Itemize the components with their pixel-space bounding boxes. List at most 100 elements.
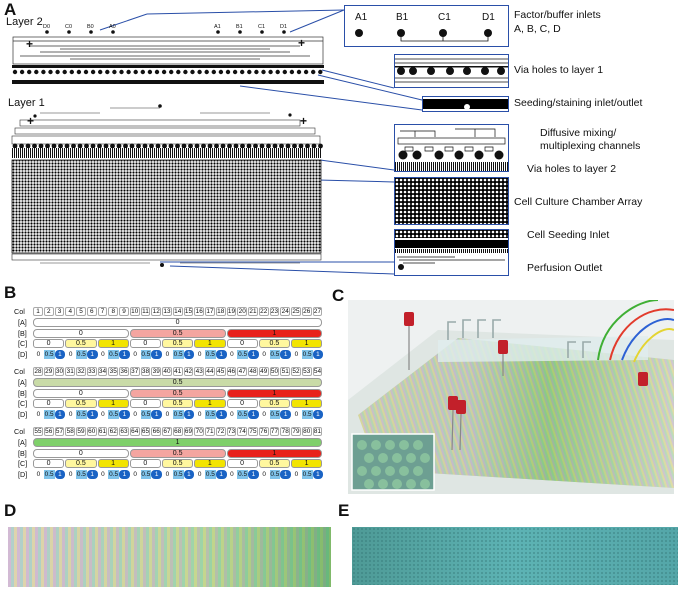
factor-d-cell: 0 (258, 349, 270, 359)
factor-c-bar: 1 (194, 459, 226, 468)
inlet-c0-label: C0 (65, 24, 73, 30)
factor-c-bar: 0 (226, 339, 258, 348)
factor-d-cell: 0 (226, 349, 238, 359)
factor-d-cell: 0.5 (301, 349, 313, 359)
factor-c-bar: 0.5 (65, 399, 97, 408)
factor-c-bar: 0.5 (258, 459, 290, 468)
layer1-top-channels (11, 107, 321, 145)
row-label: [C] (18, 399, 28, 408)
col-number: 34 (97, 367, 108, 376)
factor-d-cell: 1 (86, 349, 98, 359)
col-number: 68 (172, 427, 183, 436)
col-number: 32 (76, 367, 86, 376)
label-perfusion-outlet: Perfusion Outlet (527, 262, 603, 274)
col-label: Col (14, 307, 25, 316)
factor-d-cell: 0 (162, 409, 173, 419)
col-number: 75 (248, 427, 258, 436)
col-number: 27 (312, 307, 323, 316)
factor-d-cell: 0.5 (140, 469, 152, 479)
plus-sign-3: + (27, 114, 35, 128)
factor-a-bar: 0 (33, 318, 323, 327)
col-number: 80 (301, 427, 312, 436)
row-label: [A] (18, 378, 27, 387)
col-number: 53 (301, 367, 312, 376)
col-number: 74 (237, 427, 248, 436)
device-photo (348, 300, 674, 494)
col-number: 4 (65, 307, 76, 316)
factor-c-bar: 0 (129, 459, 161, 468)
factor-d-cell: 0 (162, 469, 173, 479)
factor-d-cell: 0.5 (43, 469, 55, 479)
factor-b-bar: 0.5 (129, 328, 226, 338)
factor-d-cell: 0 (97, 409, 109, 419)
label-seeding: Seeding/staining inlet/outlet (514, 97, 643, 109)
row-label: [C] (18, 339, 28, 348)
col-number: 54 (312, 367, 323, 376)
col-number: 41 (172, 367, 183, 376)
col-number: 67 (162, 427, 172, 436)
inlet-a0-label: A0 (109, 24, 116, 30)
factor-d-cell: 0.5 (172, 409, 184, 419)
inlet-b0-label: B0 (87, 24, 94, 30)
col-number: 50 (269, 367, 280, 376)
factor-d-cell: 0.5 (205, 349, 216, 359)
col-number: 5 (76, 307, 86, 316)
col-number: 26 (301, 307, 312, 316)
factor-d-cell: 1 (215, 349, 227, 359)
col-number: 63 (119, 427, 129, 436)
panel-e-letter: E (338, 501, 350, 520)
factor-c-bar: 0 (33, 399, 65, 408)
col-number: 69 (183, 427, 194, 436)
col-number: 43 (194, 367, 205, 376)
factor-d-cell: 0 (129, 469, 141, 479)
factor-d-cell: 0 (226, 469, 238, 479)
callout-b1: B1 (396, 12, 409, 23)
factor-c-bar: 1 (194, 339, 226, 348)
factor-c-bar: 0 (226, 399, 258, 408)
row-label: [B] (18, 448, 27, 458)
factor-d-cell: 0.5 (205, 469, 216, 479)
factor-c-bar: 0.5 (258, 339, 290, 348)
col-number: 14 (172, 307, 183, 316)
panel-a-letter: A (4, 0, 17, 19)
factor-d-cell: 0.5 (301, 409, 313, 419)
callout-via1 (394, 54, 509, 88)
factor-c-bar: 0.5 (65, 339, 97, 348)
row-label: [D] (18, 409, 28, 419)
factor-d-cell: 1 (151, 349, 162, 359)
factor-a-bar: 1 (33, 438, 323, 447)
label-via2: Via holes to layer 2 (527, 163, 617, 175)
col-number: 29 (43, 367, 54, 376)
col-number: 17 (205, 307, 215, 316)
col-number: 42 (183, 367, 194, 376)
row-label: [D] (18, 349, 28, 359)
callout-d1: D1 (482, 12, 495, 23)
label-via1: Via holes to layer 1 (514, 64, 604, 76)
col-number: 66 (151, 427, 162, 436)
col-number: 33 (86, 367, 97, 376)
factor-d-cell: 0.5 (172, 349, 184, 359)
col-number: 62 (108, 427, 119, 436)
factor-d-cell: 1 (54, 409, 66, 419)
factor-d-cell: 1 (86, 409, 98, 419)
factor-c-bar: 0 (129, 399, 161, 408)
col-number: 16 (194, 307, 205, 316)
col-number: 71 (205, 427, 215, 436)
layer1-dots (33, 104, 292, 118)
col-number: 11 (140, 307, 151, 316)
callout-lines (99, 9, 423, 275)
factor-d-cell: 1 (119, 409, 130, 419)
factor-d-cell: 1 (183, 409, 195, 419)
factor-d-cell: 0.5 (172, 469, 184, 479)
callout-seed-inlet (394, 229, 509, 276)
col-number: 31 (65, 367, 76, 376)
factor-d-cell: 0 (291, 469, 302, 479)
col-number: 25 (291, 307, 301, 316)
factor-c-bar: 1 (97, 399, 129, 408)
factor-d-cell: 0.5 (269, 349, 281, 359)
factor-c-bar: 0.5 (162, 339, 194, 348)
col-number: 18 (215, 307, 226, 316)
col-number: 19 (226, 307, 237, 316)
col-number: 78 (280, 427, 291, 436)
